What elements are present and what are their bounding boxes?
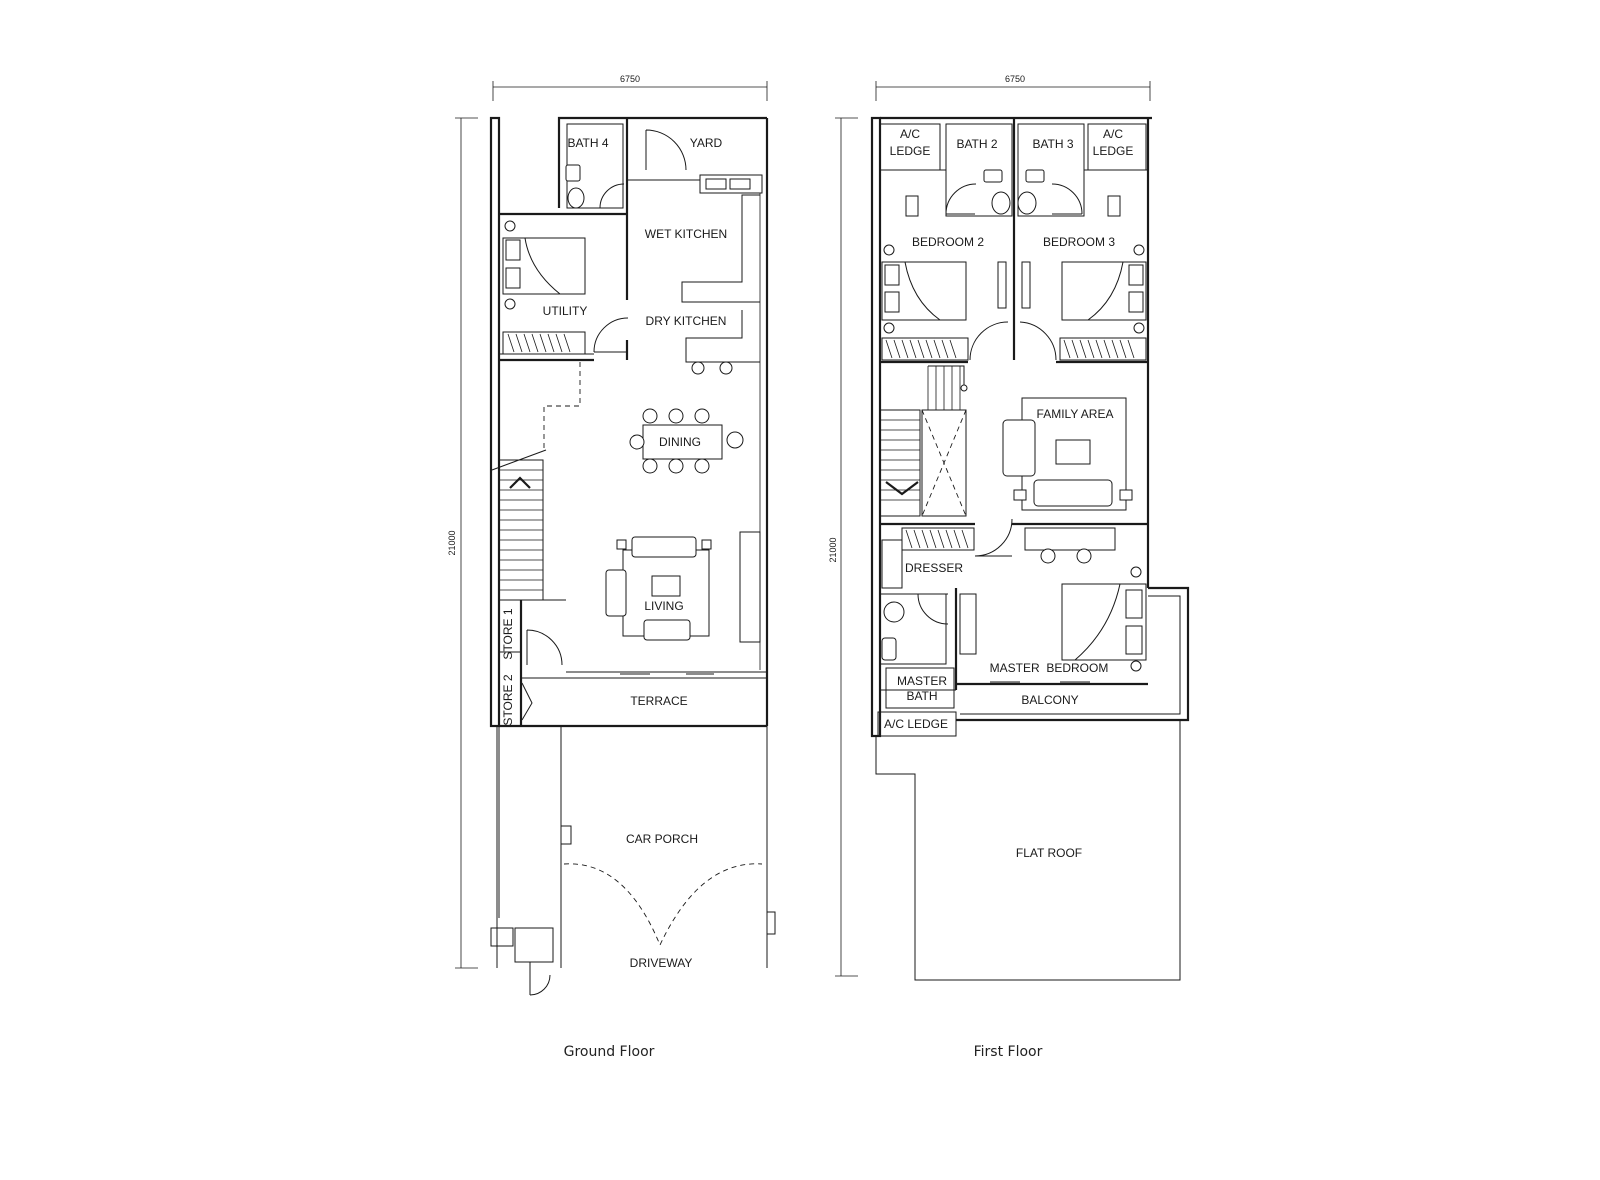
room-label-driveway: DRIVEWAY xyxy=(630,956,693,970)
room-label-family-area: FAMILY AREA xyxy=(1037,407,1114,421)
living-sofa-set-icon xyxy=(605,536,712,641)
room-label-dresser: DRESSER xyxy=(905,561,963,575)
room-label-ac-ledge-right-line1: A/C xyxy=(1103,127,1123,141)
master-bed-icon xyxy=(1061,566,1147,672)
ground-floor-caption: Ground Floor xyxy=(564,1044,655,1060)
bedroom3-mirror xyxy=(1021,261,1031,309)
room-label-balcony: BALCONY xyxy=(1021,693,1078,707)
first-floor-staircase xyxy=(879,365,968,517)
stair-void xyxy=(921,409,967,517)
room-label-store1: STORE 1 xyxy=(501,608,515,659)
room-label-ac-ledge-left-line2: LEDGE xyxy=(890,144,931,158)
ground-floor-staircase xyxy=(491,449,547,601)
room-label-master-bath-line1: MASTER xyxy=(897,674,947,688)
room-label-yard: YARD xyxy=(690,136,723,150)
room-label-bedroom3: BEDROOM 3 xyxy=(1043,235,1115,249)
desk-chair-icon xyxy=(1076,548,1092,564)
room-label-bath2: BATH 2 xyxy=(956,137,997,151)
room-label-dry-kitchen: DRY KITCHEN xyxy=(646,314,727,328)
ground-floor-width-dimension: 6750 xyxy=(492,74,768,101)
ground-floor-plan: 6750 21000 xyxy=(447,74,776,1060)
bath3-fixtures xyxy=(1017,169,1083,215)
bath4-fixtures xyxy=(565,123,625,209)
ac-unit-left-icon xyxy=(905,195,919,217)
bedroom-doors-swing xyxy=(969,321,1057,361)
ground-floor-width-label: 6750 xyxy=(620,74,640,84)
first-floor-caption: First Floor xyxy=(974,1044,1043,1060)
bedroom3-bed-icon xyxy=(1061,244,1147,334)
first-floor-depth-label: 21000 xyxy=(828,537,838,562)
yard-door-swing xyxy=(645,129,687,171)
room-label-utility: UTILITY xyxy=(543,304,588,318)
room-label-ac-ledge-bottom: A/C LEDGE xyxy=(884,717,948,731)
room-label-bath3: BATH 3 xyxy=(1032,137,1073,151)
bedroom2-mirror xyxy=(997,261,1007,309)
car-porch-outline xyxy=(490,726,776,996)
room-label-store2: STORE 2 xyxy=(501,674,515,725)
room-label-living: LIVING xyxy=(644,599,683,613)
utility-bed-icon xyxy=(502,220,586,310)
first-floor-width-dimension: 6750 xyxy=(875,74,1151,101)
first-floor-width-label: 6750 xyxy=(1005,74,1025,84)
dry-kitchen-counter xyxy=(685,310,760,375)
master-wardrobe xyxy=(959,593,977,655)
master-bath-fixtures xyxy=(879,593,955,709)
room-label-dining: DINING xyxy=(659,435,701,449)
driveway-gate-swing xyxy=(563,863,763,947)
room-label-flat-roof: FLAT ROOF xyxy=(1016,846,1082,860)
dining-table-icon xyxy=(629,408,744,474)
bedroom2-wardrobe xyxy=(881,337,969,361)
first-floor-plan: 6750 21000 xyxy=(828,74,1190,1060)
store1-door-swing xyxy=(526,629,563,666)
bath2-fixtures xyxy=(945,169,1011,215)
room-label-terrace: TERRACE xyxy=(630,694,687,708)
wet-kitchen-counter xyxy=(681,194,760,303)
room-label-master-bath-line2: BATH xyxy=(906,689,937,703)
room-label-car-porch: CAR PORCH xyxy=(626,832,698,846)
store2-door-icon xyxy=(521,682,533,721)
room-label-bath4: BATH 4 xyxy=(567,136,608,150)
utility-wardrobe xyxy=(502,331,586,355)
bedroom3-wardrobe xyxy=(1059,337,1147,361)
family-area-sofa-set-icon xyxy=(1002,397,1133,511)
first-floor-depth-dimension: 21000 xyxy=(828,117,858,977)
desk-chair-icon xyxy=(1040,548,1056,564)
room-label-ac-ledge-right-line2: LEDGE xyxy=(1093,144,1134,158)
ground-floor-depth-dimension: 21000 xyxy=(447,117,478,969)
tv-console xyxy=(739,531,761,643)
kitchen-sink-icon xyxy=(699,174,763,194)
master-bedroom-door-swing xyxy=(974,518,1013,557)
room-label-ac-ledge-left-line1: A/C xyxy=(900,127,920,141)
dresser-wardrobe xyxy=(881,527,975,589)
ac-unit-right-icon xyxy=(1107,195,1121,217)
flat-roof-outline xyxy=(875,720,1181,981)
room-label-master-bedroom: MASTER BEDROOM xyxy=(990,661,1109,675)
bedroom2-bed-icon xyxy=(881,244,967,334)
study-desk xyxy=(1024,527,1116,551)
room-label-wet-kitchen: WET KITCHEN xyxy=(645,227,727,241)
utility-door-swing xyxy=(593,317,629,353)
ground-floor-walls xyxy=(489,116,769,728)
ground-floor-depth-label: 21000 xyxy=(447,530,457,555)
room-label-bedroom2: BEDROOM 2 xyxy=(912,235,984,249)
